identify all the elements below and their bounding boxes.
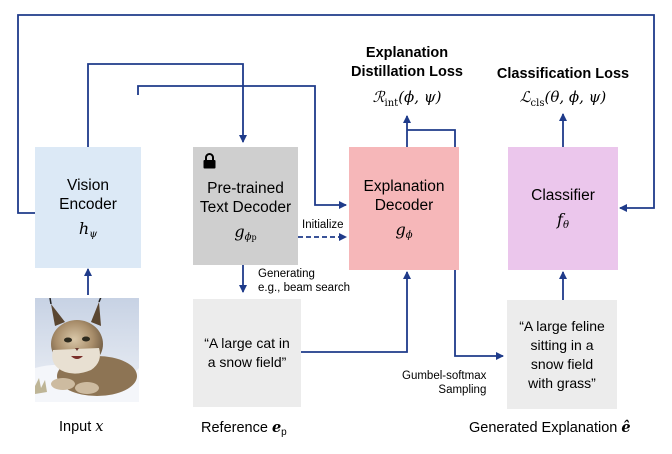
explanation-decoder-box: Explanation Decoder gϕ (349, 147, 459, 270)
lynx-image (35, 298, 139, 402)
generated-explanation-box: “A large feline sitting in a snow field … (507, 300, 617, 409)
pretrained-text-decoder-box: Pre-trained Text Decoder gϕp (193, 147, 298, 265)
explanation-decoder-title: Explanation Decoder (363, 177, 445, 214)
outer-loop-arrow (17, 14, 655, 214)
reference-text-box: “A large cat in a snow field” (193, 299, 301, 407)
classification-loss-title: Classification Loss (496, 66, 630, 82)
reference-to-explanation-arrow (301, 271, 411, 353)
explanation-decoder-symbol: gϕ (395, 219, 413, 241)
vision-to-explanation-arrow (137, 85, 347, 209)
reference-label: Reference ep (201, 419, 287, 438)
classification-loss-formula: ℒcls(θ, ϕ, ψ) (519, 88, 607, 109)
vision-encoder-symbol: hψ (78, 218, 98, 240)
pretrained-text-decoder-symbol: gϕp (234, 222, 257, 243)
vision-encoder-title: Vision Encoder (59, 176, 117, 213)
reference-text: “A large cat in a snow field” (204, 335, 290, 370)
distillation-loss-title: Explanation Distillation Loss (351, 45, 463, 80)
gumbel-softmax-label: Gumbel-softmax Sampling (402, 370, 487, 396)
vision-encoder-box: Vision Encoder hψ (35, 147, 141, 268)
generated-explanation-label: Generated Explanation ê (469, 419, 631, 436)
initialize-label: Initialize (302, 219, 344, 231)
input-image (35, 298, 139, 402)
generating-label: Generating e.g., beam search (258, 268, 351, 294)
distillation-loss-formula: ℛint(ϕ, ψ) (372, 88, 442, 109)
input-label: Input x (59, 419, 104, 435)
classifier-title: Classifier (531, 187, 595, 204)
pretrained-text-decoder-title: Pre-trained Text Decoder (199, 180, 292, 216)
lock-icon (203, 153, 216, 169)
classifier-symbol: fθ (557, 210, 569, 231)
classifier-box: Classifier fθ (508, 147, 618, 270)
generated-explanation-text: “A large feline sitting in a snow field … (519, 317, 605, 391)
vision-to-textdecoder-arrow (87, 63, 247, 147)
